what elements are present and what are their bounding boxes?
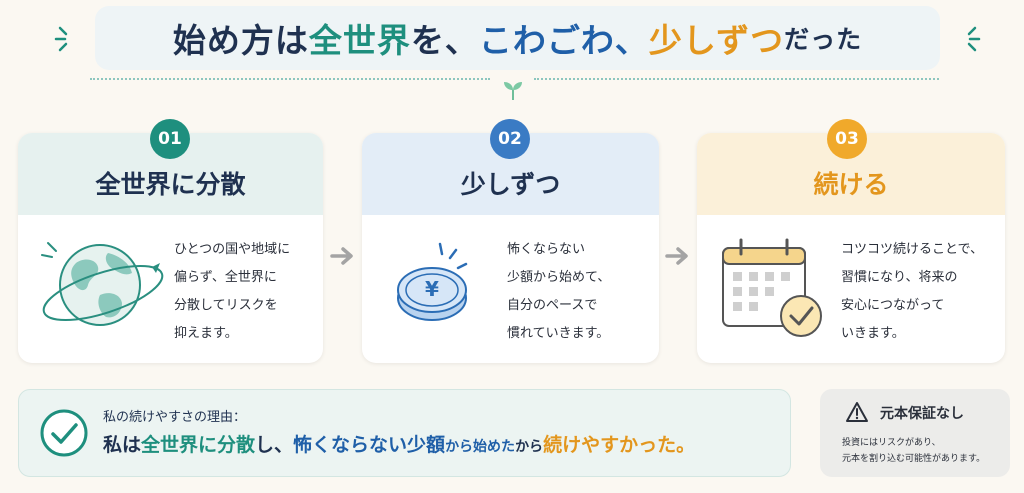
step-card-2: 少しずつ ¥ 怖くならない 少額から始めて、 自分のペースで 慣れていきます。: [362, 133, 659, 363]
step-3-line-2: 習慣になり、将来の: [841, 270, 958, 285]
step-2-line-3: 自分のペースで: [507, 298, 598, 313]
step-2-line-2: 少額から始めて、: [507, 270, 611, 285]
title-part-1: 始め方は: [172, 21, 309, 60]
step-3-line-3: 安心につながって: [841, 298, 945, 313]
step-1-line-2: 偏らず、全世界に: [174, 270, 277, 285]
notice-line-1: 投資にはリスクがあり、: [842, 438, 941, 448]
sparkle-right-icon: [967, 26, 981, 52]
reason-box: 私の続けやすさの理由： 私は全世界に分散し、怖くならない少額から始めたから続けや…: [18, 389, 791, 477]
reason-sentence: 私は全世界に分散し、怖くならない少額から始めたから続けやすかった。: [103, 430, 695, 457]
risk-notice: 元本保証なし 投資にはリスクがあり、 元本を割り込む可能性があります。: [820, 389, 1010, 477]
reason-part-1: 私は: [103, 434, 142, 456]
title-part-6: だった: [784, 25, 863, 54]
coin-symbol: ¥: [425, 277, 439, 301]
title-part-5: 少しずつ: [648, 21, 785, 60]
page-title: 始め方は 全世界 を、 こわごわ、 少しずつ だった: [95, 6, 940, 70]
reason-part-3: し、: [255, 434, 294, 456]
step-2-line-1: 怖くならない: [507, 242, 586, 257]
reason-part-2: 全世界に分散: [141, 434, 256, 456]
notice-body: 投資にはリスクがあり、 元本を割り込む可能性があります。: [842, 435, 985, 467]
step-1-line-1: ひとつの国や地域に: [174, 242, 291, 257]
reason-part-6: から: [515, 439, 544, 455]
divider-right: [534, 78, 939, 80]
notice-title: 元本保証なし: [880, 406, 964, 422]
arrow-right-icon: [665, 247, 688, 265]
calendar-check-icon: [722, 238, 822, 337]
step-2-number-badge: 02: [490, 119, 530, 159]
check-circle-icon: [40, 409, 88, 457]
sparkle-left-icon: [54, 26, 68, 52]
warning-icon: [846, 402, 868, 422]
reason-part-7: 続けやすかった。: [543, 434, 696, 456]
step-1-description: ひとつの国や地域に 偏らず、全世界に 分散してリスクを 抑えます。: [174, 236, 290, 348]
title-part-4: こわごわ、: [478, 21, 649, 60]
step-1-line-3: 分散してリスクを: [174, 298, 278, 313]
reason-part-4: 怖くならない少額: [293, 434, 446, 456]
divider-left: [90, 78, 490, 80]
reason-label: 私の続けやすさの理由：: [103, 410, 247, 425]
step-3-line-1: コツコツ続けることで、: [841, 242, 984, 257]
step-2-line-4: 慣れていきます。: [507, 326, 610, 341]
reason-part-5: から始めた: [445, 439, 516, 455]
title-part-2: 全世界: [308, 21, 411, 60]
step-1-number-badge: 01: [150, 119, 190, 159]
notice-line-2: 元本を割り込む可能性があります。: [842, 454, 986, 464]
step-1-line-4: 抑えます。: [174, 326, 238, 341]
sprout-icon: [504, 82, 522, 100]
step-3-line-4: いきます。: [841, 326, 905, 341]
step-card-3: 続ける コツコツ続けることで、 習慣になり、将来の 安心につながって いきます。: [697, 133, 1005, 363]
step-3-number-badge: 03: [827, 119, 867, 159]
title-part-3: を、: [410, 21, 479, 60]
step-card-1: 全世界に分散 ひとつの国や地域に 偏らず、全世界に 分散してリスクを 抑えます。: [18, 133, 323, 363]
arrow-right-icon: [330, 247, 353, 265]
step-2-description: 怖くならない 少額から始めて、 自分のペースで 慣れていきます。: [507, 236, 610, 348]
globe-icon: [41, 242, 164, 326]
yen-coin-icon: ¥: [397, 242, 468, 321]
step-3-description: コツコツ続けることで、 習慣になり、将来の 安心につながって いきます。: [841, 236, 983, 348]
